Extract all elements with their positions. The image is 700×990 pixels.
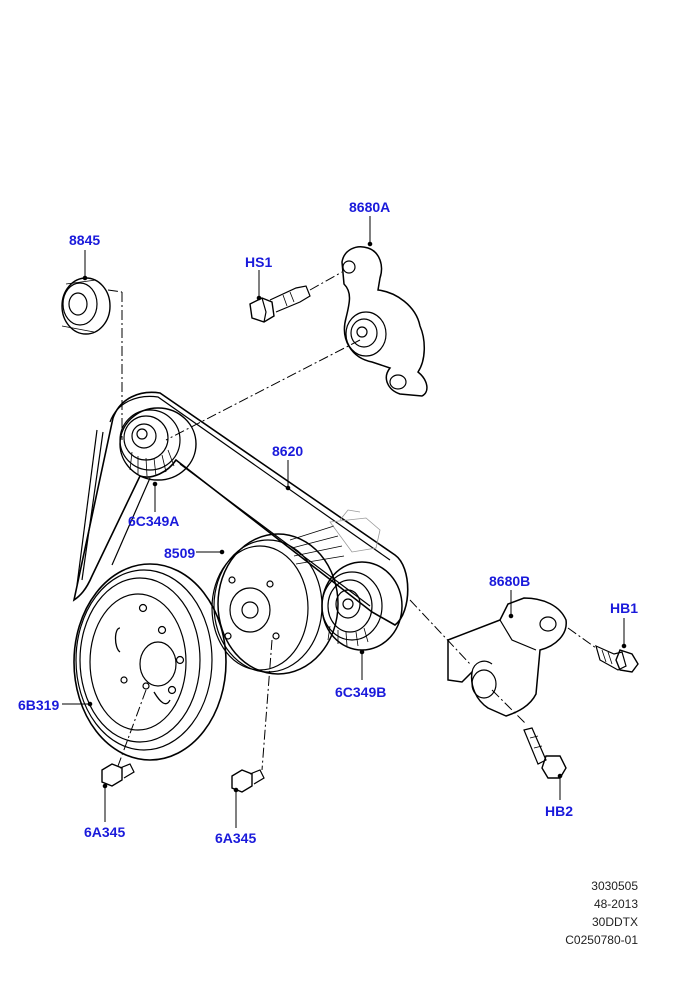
- leader-lines: [62, 216, 627, 828]
- assembly-lines: [107, 271, 597, 771]
- bolt-hb1[interactable]: [595, 644, 639, 673]
- callout-hb1[interactable]: HB1: [610, 600, 639, 616]
- callout-8845[interactable]: 8845: [69, 232, 101, 248]
- power-steering-pump-pulley[interactable]: [211, 525, 345, 675]
- callout-6a345-right[interactable]: 6A345: [215, 830, 257, 846]
- bolt-6a345-right[interactable]: [231, 769, 265, 793]
- engine-bracket-background: [329, 509, 381, 553]
- callout-hb2[interactable]: HB2: [545, 803, 574, 819]
- callout-8509[interactable]: 8509: [164, 545, 196, 561]
- reference-date: 48-2013: [593, 897, 638, 911]
- dust-cap[interactable]: [61, 277, 111, 335]
- bolt-6a345-left[interactable]: [101, 763, 135, 787]
- reference-number: 3030505: [591, 879, 638, 893]
- drive-belt[interactable]: [72, 391, 409, 626]
- bolt-hs1[interactable]: [249, 285, 311, 323]
- mounting-bracket[interactable]: [447, 597, 567, 717]
- tensioner-arm[interactable]: [341, 246, 428, 397]
- bolt-hb2[interactable]: [523, 727, 567, 779]
- callout-8680b[interactable]: 8680B: [489, 573, 531, 589]
- callout-hs1[interactable]: HS1: [245, 254, 273, 270]
- callout-8620[interactable]: 8620: [272, 443, 304, 459]
- callout-8680a[interactable]: 8680A: [349, 199, 391, 215]
- callout-6b319[interactable]: 6B319: [18, 697, 60, 713]
- idler-pulley-upper[interactable]: [119, 407, 197, 481]
- reference-model-code: 30DDTX: [591, 915, 638, 929]
- callout-6a345-left[interactable]: 6A345: [84, 824, 126, 840]
- crankshaft-pulley[interactable]: [73, 563, 227, 761]
- reference-illustration-id: C0250780-01: [565, 933, 638, 947]
- idler-pulley-lower[interactable]: [321, 561, 403, 651]
- callout-6c349b[interactable]: 6C349B: [335, 684, 387, 700]
- callout-6c349a[interactable]: 6C349A: [128, 513, 180, 529]
